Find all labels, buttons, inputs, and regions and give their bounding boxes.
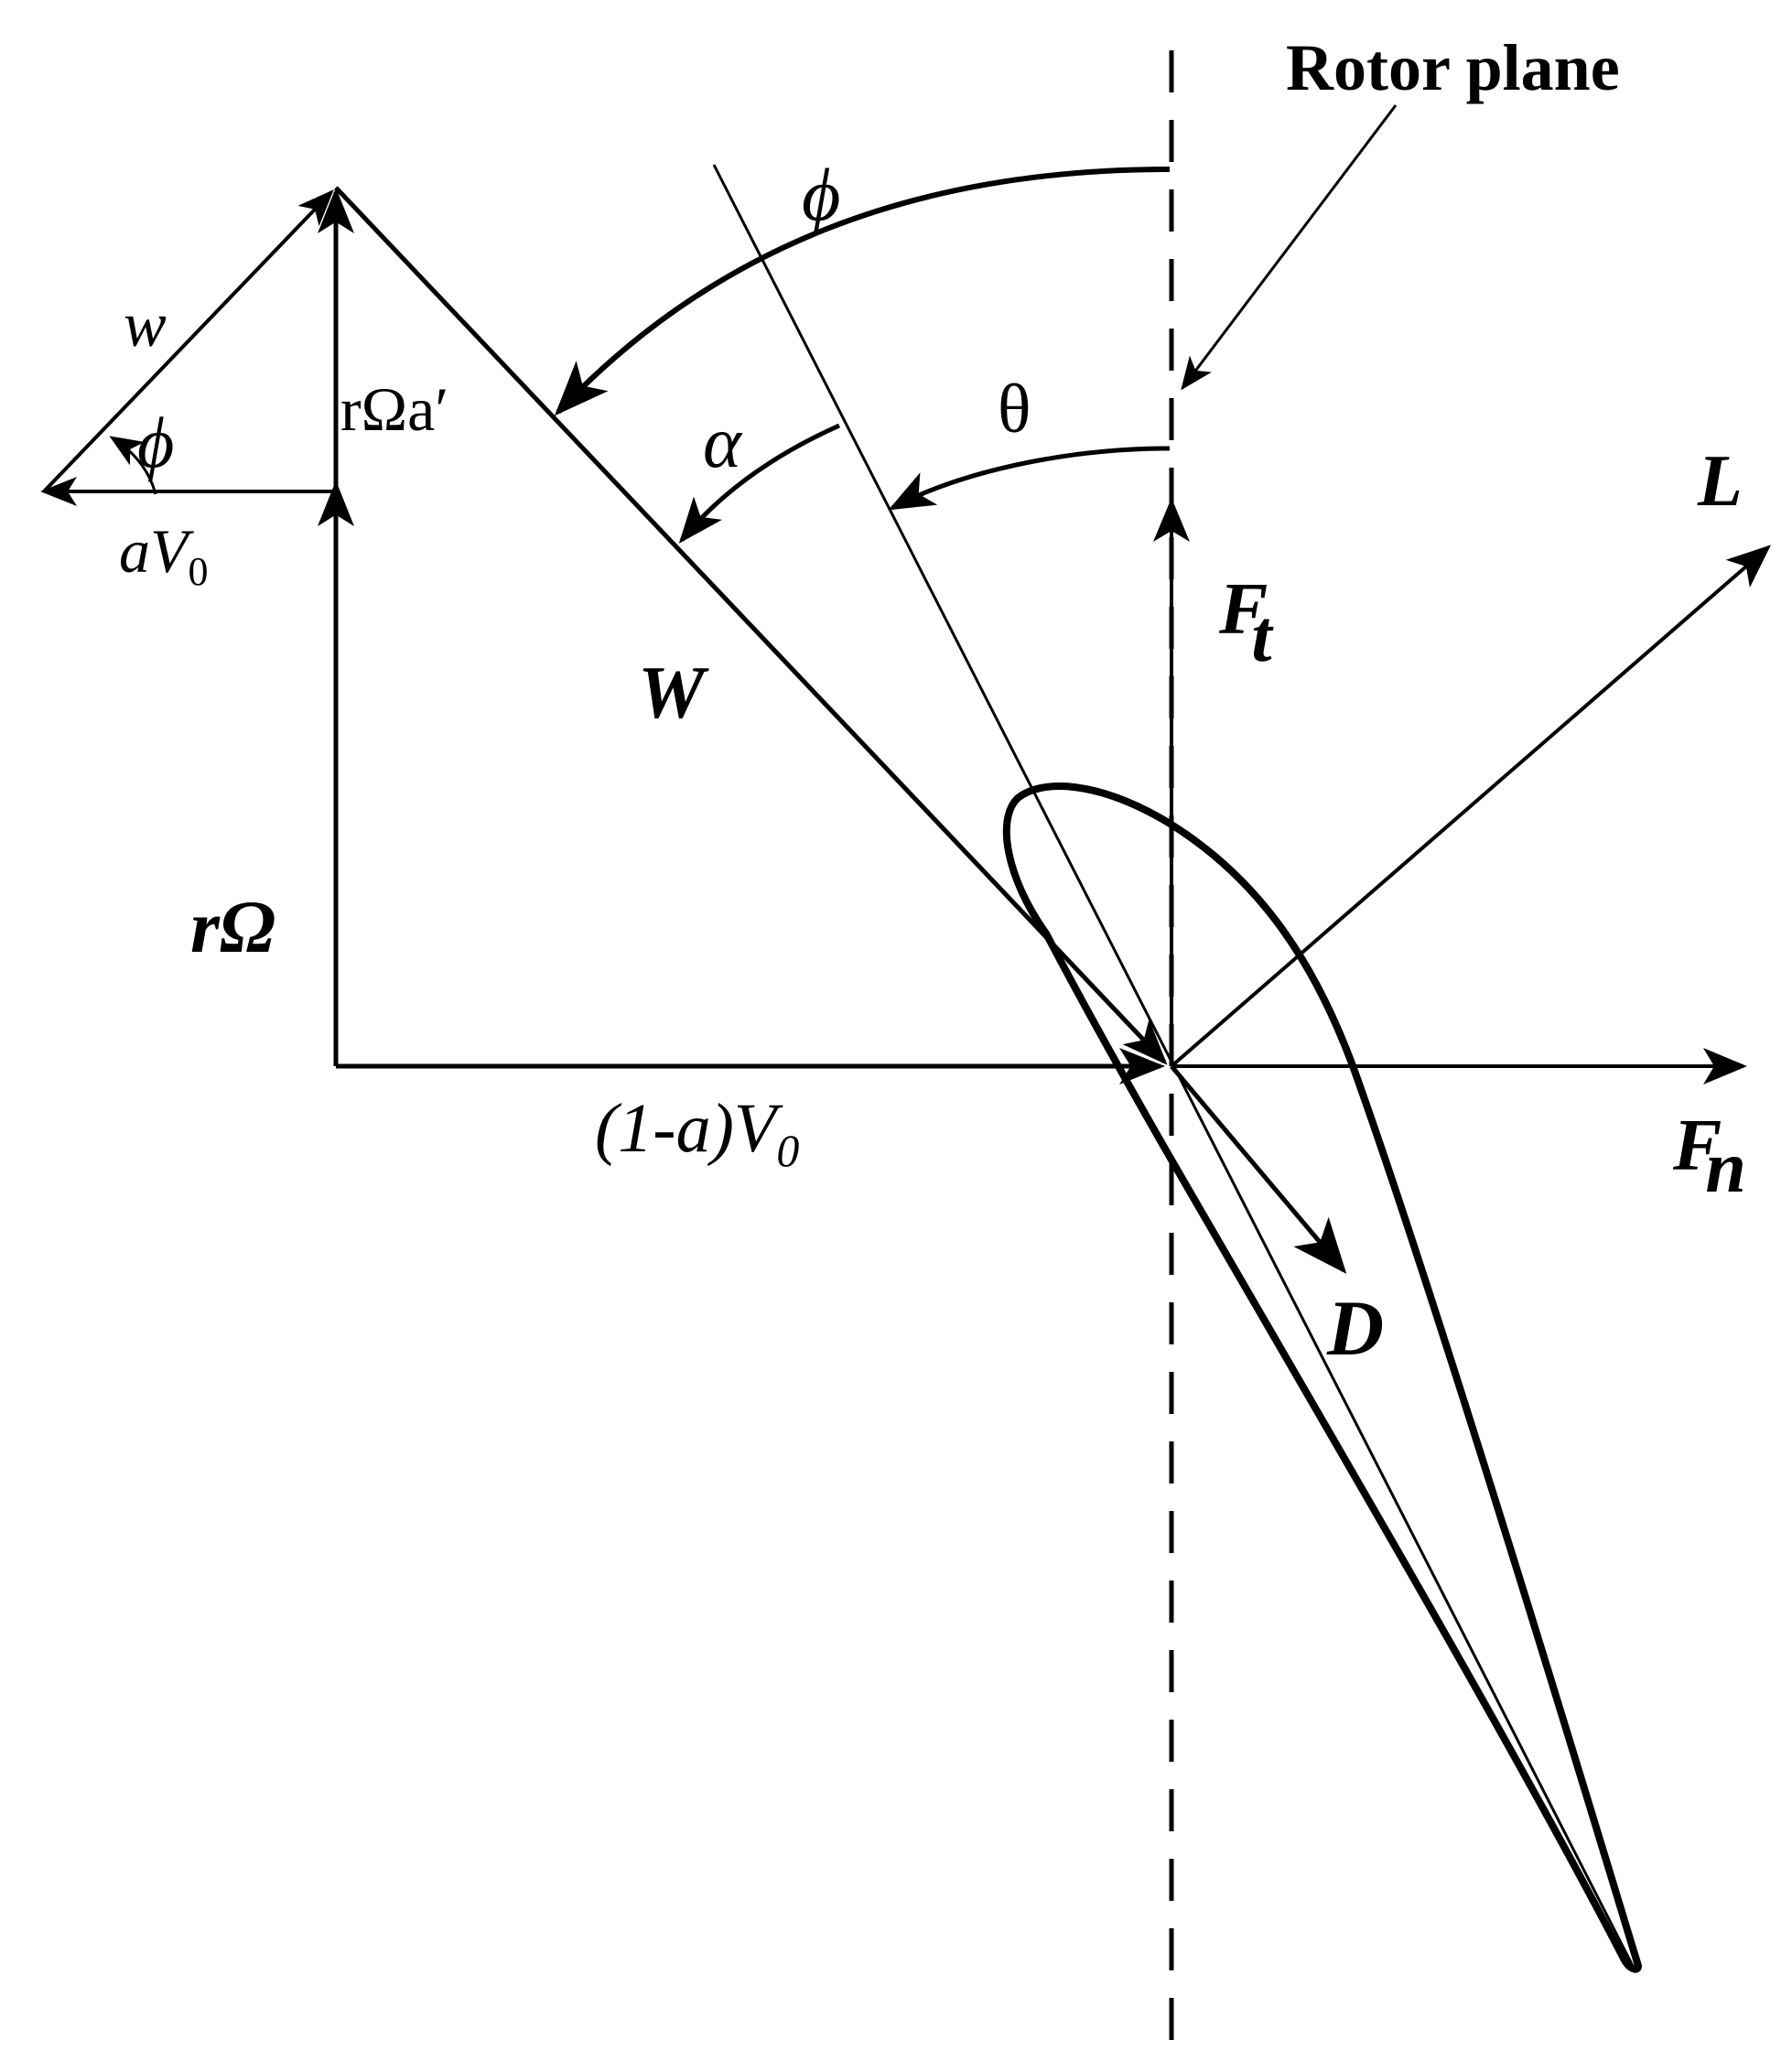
r-omega-label: rΩ: [190, 885, 275, 968]
rotor-plane-pointer: [1181, 104, 1398, 391]
w-induced-label: w: [124, 290, 167, 361]
axial-velocity-main: (1-a)V: [595, 1090, 783, 1167]
ft-sub: t: [1251, 597, 1274, 677]
r-omega-a-prime-label: rΩa′: [340, 374, 448, 444]
alpha-arc: [678, 423, 841, 544]
fn-sub: n: [1705, 1128, 1746, 1208]
lift-arrow: [1170, 545, 1772, 1068]
a-v0-main: aV: [119, 516, 195, 586]
alpha-label: α: [703, 403, 743, 483]
theta-arc: [888, 446, 1171, 511]
lift-label: L: [1697, 441, 1743, 522]
a-v0-sub: 0: [189, 549, 209, 594]
fn-main: F: [1672, 1106, 1722, 1186]
drag-label: D: [1326, 1284, 1384, 1372]
phi-small-arc: [109, 436, 157, 495]
ft-main: F: [1218, 569, 1268, 650]
axial-velocity-label: (1-a)V0: [595, 1090, 799, 1176]
fn-label: Fn: [1672, 1106, 1746, 1208]
rotor-plane-label: Rotor plane: [1286, 31, 1620, 104]
phi-label: ϕ: [802, 153, 840, 236]
axial-velocity-sub: 0: [776, 1125, 799, 1176]
relative-velocity-line: [334, 186, 1168, 1065]
ft-label: Ft: [1218, 569, 1274, 677]
phi-small-label: ϕ: [137, 403, 174, 482]
drag-arrow: [1170, 1064, 1347, 1274]
a-v0-label: aV0: [119, 516, 209, 594]
airfoil-profile: [1002, 782, 1642, 1973]
theta-label: θ: [998, 371, 1031, 448]
relative-velocity-label: W: [638, 651, 709, 734]
w-induced-arrow: [42, 189, 334, 493]
phi-arc: [554, 167, 1171, 416]
